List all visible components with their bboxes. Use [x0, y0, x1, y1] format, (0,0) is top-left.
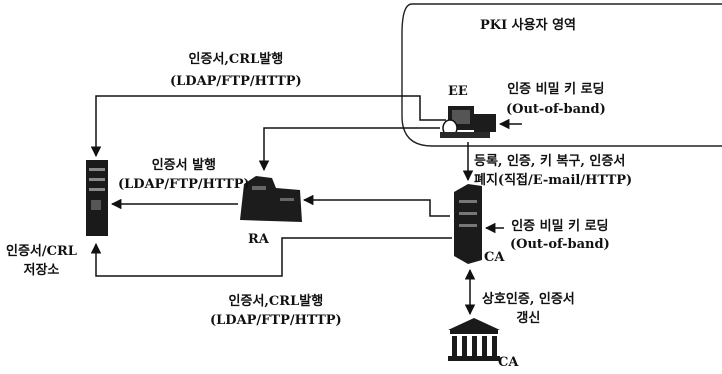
ee-label: EE [448, 84, 468, 99]
label-ee-ca-operations: 등록, 인증, 키 복구, 인증서 폐지(직접/E-mail/HTTP) [474, 152, 632, 190]
arrow-ca-to-ra [304, 200, 450, 216]
arrow-ee-to-repository [96, 96, 446, 156]
arrow-ca-to-repository [96, 238, 452, 276]
label-bottom-cert-crl: 인증서,CRL발행 (LDAP/FTP/HTTP) [210, 292, 342, 330]
ee-workstation-icon [440, 106, 496, 138]
repository-icon [86, 160, 108, 236]
ca-label: CA [484, 250, 504, 265]
ra-label: RA [248, 232, 269, 247]
label-ca-key-loading: 인증 비밀 키 로딩 (Out-of-band) [510, 218, 610, 254]
label-top-cert-crl: 인증서,CRL발행 (LDAP/FTP/HTTP) [170, 49, 302, 93]
label-ee-key-loading: 인증 비밀 키 로딩 (Out-of-band) [506, 80, 606, 120]
ca-server-icon [454, 184, 482, 264]
arrow-ee-to-ra [264, 128, 440, 170]
region-title: PKI 사용자 영역 [480, 18, 576, 33]
cross-ca-label: CA [498, 355, 518, 370]
repository-label: 인증서/CRL 저장소 [6, 242, 77, 280]
label-ra-cert-issue: 인증서 발행 (LDAP/FTP/HTTP) [118, 156, 250, 194]
label-cross-cert: 상호인증, 인증서 갱신 [482, 290, 575, 328]
